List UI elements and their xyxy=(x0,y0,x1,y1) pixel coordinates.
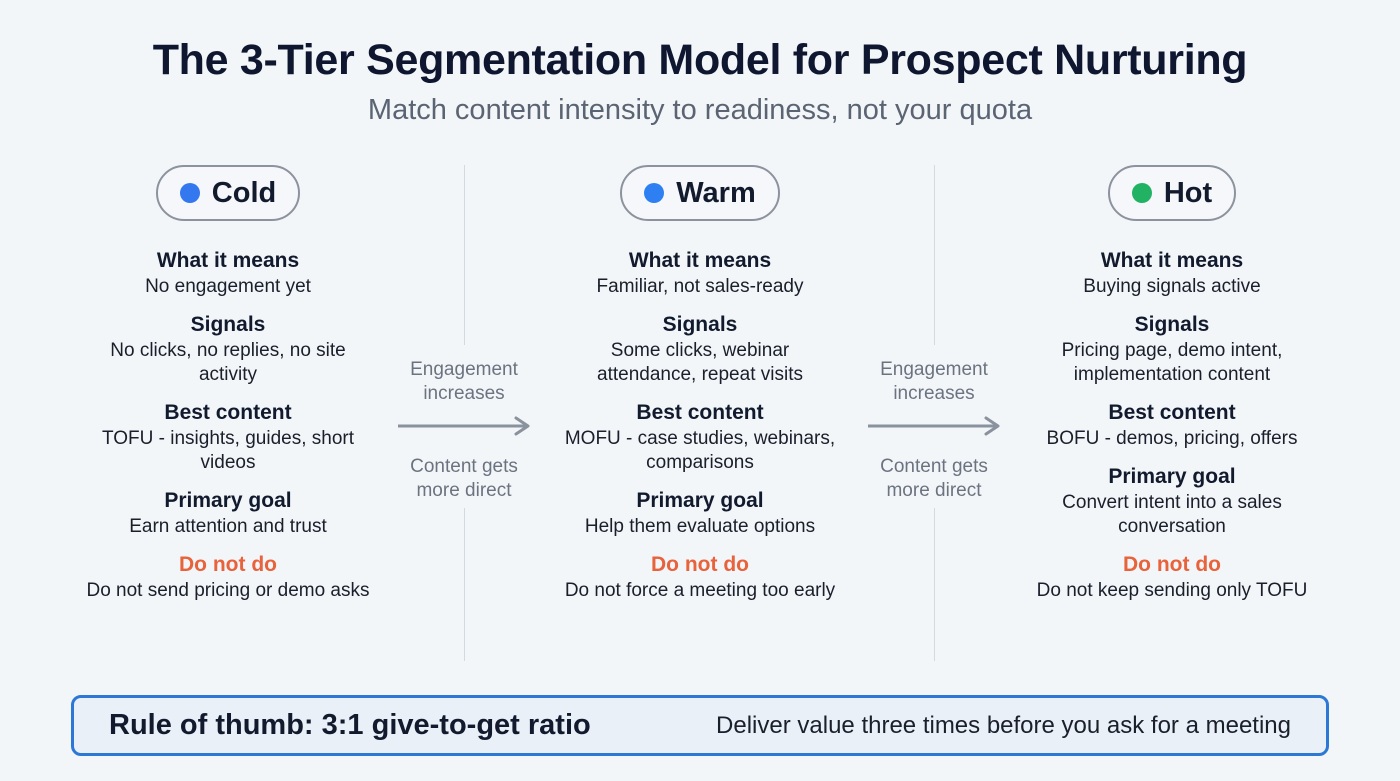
section-best-content: Best content MOFU - case studies, webina… xyxy=(535,399,865,475)
blue-dot-icon xyxy=(179,183,200,203)
section-what-it-means: What it means Buying signals active xyxy=(1007,247,1337,299)
section-primary-goal: Primary goal Convert intent into a sales… xyxy=(1007,463,1337,539)
tier-badge-warm: Warm xyxy=(620,165,780,221)
section-do-not-do: Do not do Do not send pricing or demo as… xyxy=(63,551,393,603)
section-text: TOFU - insights, guides, short videos xyxy=(101,428,355,473)
column-divider xyxy=(934,508,935,661)
section-primary-goal: Primary goal Earn attention and trust xyxy=(63,487,393,539)
section-text: No engagement yet xyxy=(145,276,311,297)
rule-of-thumb-banner: Rule of thumb: 3:1 give-to-get ratio Del… xyxy=(71,695,1329,756)
green-dot-icon xyxy=(1131,183,1152,203)
section-heading: Best content xyxy=(636,401,764,424)
section-heading: Primary goal xyxy=(636,489,764,512)
section-text: BOFU - demos, pricing, offers xyxy=(1046,428,1298,449)
transition-top-text: Engagement increases xyxy=(410,359,518,404)
column-divider xyxy=(934,165,935,345)
transition-bottom-text: Content gets more direct xyxy=(880,456,988,501)
tier-label: Hot xyxy=(1163,176,1213,209)
page-subtitle: Match content intensity to readiness, no… xyxy=(367,94,1033,126)
tier-badge-cold: Cold xyxy=(155,165,301,221)
section-heading: Signals xyxy=(190,313,266,336)
section-heading: What it means xyxy=(1100,249,1244,272)
section-do-not-do: Do not do Do not force a meeting too ear… xyxy=(535,551,865,603)
section-text: MOFU - case studies, webinars, compariso… xyxy=(564,428,836,473)
section-text: Do not keep sending only TOFU xyxy=(1036,580,1308,601)
tier-column-hot: Hot What it means Buying signals active … xyxy=(1007,165,1337,615)
section-what-it-means: What it means Familiar, not sales-ready xyxy=(535,247,865,299)
section-what-it-means: What it means No engagement yet xyxy=(63,247,393,299)
section-heading: Signals xyxy=(662,313,738,336)
tier-badge-hot: Hot xyxy=(1107,165,1237,221)
tier-column-cold: Cold What it means No engagement yet Sig… xyxy=(63,165,393,615)
section-signals: Signals Some clicks, webinar attendance,… xyxy=(535,311,865,387)
transition-cold-to-warm: Engagement increases Content gets more d… xyxy=(389,358,539,503)
column-divider xyxy=(464,165,465,345)
section-text: Help them evaluate options xyxy=(584,516,816,537)
rule-of-thumb-title: Rule of thumb: 3:1 give-to-get ratio xyxy=(109,709,591,741)
section-heading: What it means xyxy=(156,249,300,272)
section-text: Earn attention and trust xyxy=(129,516,327,537)
section-heading: Do not do xyxy=(1123,553,1221,576)
section-heading: Primary goal xyxy=(164,489,292,512)
section-primary-goal: Primary goal Help them evaluate options xyxy=(535,487,865,539)
column-divider xyxy=(464,508,465,661)
blue-dot-icon xyxy=(644,183,665,203)
section-heading: Best content xyxy=(1108,401,1236,424)
section-signals: Signals Pricing page, demo intent, imple… xyxy=(1007,311,1337,387)
section-text: Buying signals active xyxy=(1083,276,1261,297)
rule-of-thumb-text: Deliver value three times before you ask… xyxy=(716,711,1291,739)
section-heading: Do not do xyxy=(651,553,749,576)
arrow-right-icon xyxy=(398,416,530,436)
section-best-content: Best content BOFU - demos, pricing, offe… xyxy=(1007,399,1337,451)
section-heading: Best content xyxy=(164,401,292,424)
section-signals: Signals No clicks, no replies, no site a… xyxy=(63,311,393,387)
page-title: The 3-Tier Segmentation Model for Prospe… xyxy=(152,36,1248,84)
transition-top-text: Engagement increases xyxy=(880,359,988,404)
section-heading: Primary goal xyxy=(1108,465,1236,488)
section-heading: What it means xyxy=(628,249,772,272)
tier-label: Warm xyxy=(676,176,756,209)
transition-bottom-text: Content gets more direct xyxy=(410,456,518,501)
section-heading: Signals xyxy=(1134,313,1210,336)
section-text: Do not send pricing or demo asks xyxy=(86,580,370,601)
section-do-not-do: Do not do Do not keep sending only TOFU xyxy=(1007,551,1337,603)
tier-label: Cold xyxy=(211,176,277,209)
arrow-right-icon xyxy=(868,416,1000,436)
section-text: Convert intent into a sales conversation xyxy=(1062,492,1282,537)
section-best-content: Best content TOFU - insights, guides, sh… xyxy=(63,399,393,475)
section-text: Familiar, not sales-ready xyxy=(596,276,804,297)
section-text: Do not force a meeting too early xyxy=(564,580,836,601)
tier-column-warm: Warm What it means Familiar, not sales-r… xyxy=(535,165,865,615)
section-text: Pricing page, demo intent, implementatio… xyxy=(1061,340,1283,385)
section-text: Some clicks, webinar attendance, repeat … xyxy=(597,340,803,385)
transition-warm-to-hot: Engagement increases Content gets more d… xyxy=(859,358,1009,503)
section-text: No clicks, no replies, no site activity xyxy=(110,340,346,385)
section-heading: Do not do xyxy=(179,553,277,576)
